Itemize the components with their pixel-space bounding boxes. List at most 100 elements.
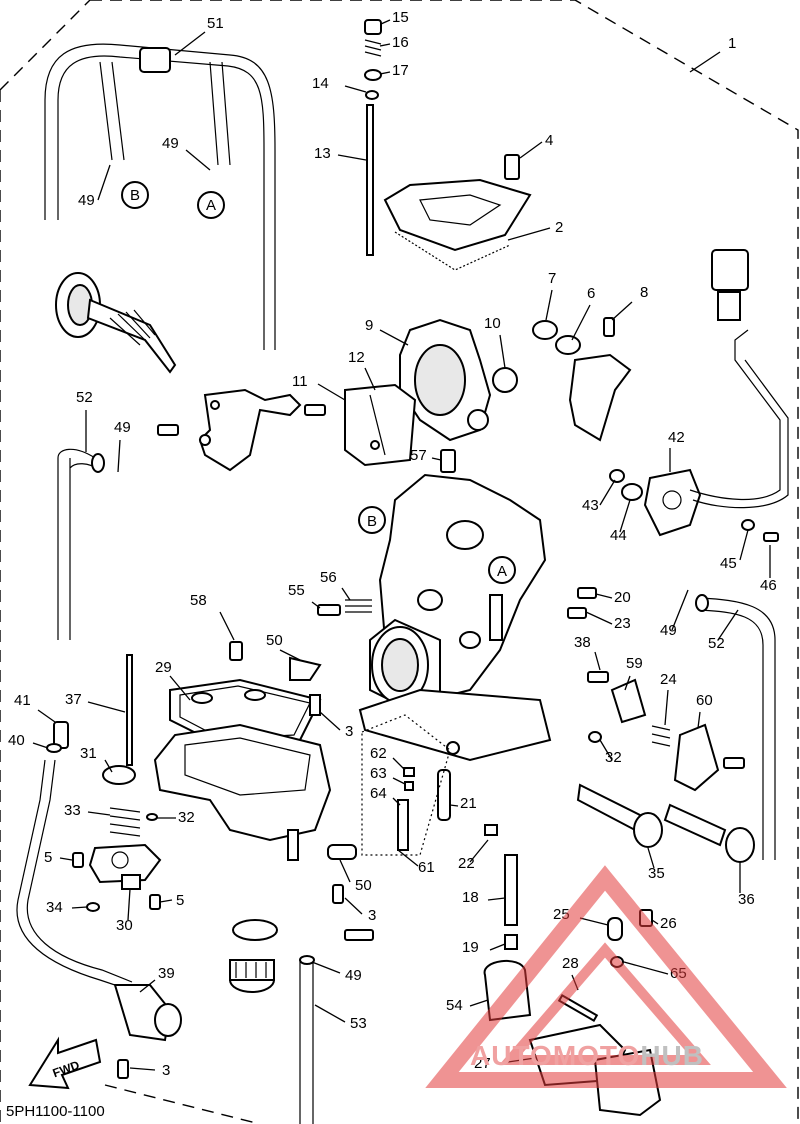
leader-c57 bbox=[431, 457, 442, 461]
callout-c43: 43 bbox=[582, 497, 599, 514]
leader-c37 bbox=[87, 701, 126, 713]
leader-c38 bbox=[594, 651, 601, 671]
callout-c5a: 5 bbox=[44, 849, 52, 866]
callout-c52b: 52 bbox=[708, 635, 725, 652]
watermark-part1: AUTOMOTO bbox=[470, 1040, 641, 1071]
leader-c63 bbox=[392, 777, 406, 785]
leader-c32b bbox=[599, 739, 613, 761]
callout-c5b: 5 bbox=[176, 892, 184, 909]
leader-c50a bbox=[279, 649, 301, 661]
callout-c35: 35 bbox=[648, 865, 665, 882]
leader-c3c bbox=[129, 1067, 156, 1071]
callout-c37: 37 bbox=[65, 691, 82, 708]
callout-c31: 31 bbox=[80, 745, 97, 762]
callout-c46: 46 bbox=[760, 577, 777, 594]
leader-c49d bbox=[671, 589, 689, 631]
throttle-slide-9 bbox=[399, 318, 518, 442]
leader-c58 bbox=[219, 611, 235, 641]
leader-c3b bbox=[344, 897, 363, 915]
hose-52-right bbox=[695, 594, 776, 860]
callout-c61: 61 bbox=[418, 859, 435, 876]
leader-c15 bbox=[380, 19, 391, 25]
leader-c23 bbox=[585, 611, 613, 625]
fwd-arrow-icon bbox=[28, 1036, 102, 1090]
callout-c3a: 3 bbox=[345, 723, 353, 740]
callout-c26: 26 bbox=[660, 915, 677, 932]
callout-c17: 17 bbox=[392, 62, 409, 79]
connector-a-body-marker bbox=[488, 556, 516, 584]
needle-assembly bbox=[364, 19, 382, 256]
float-bowl bbox=[153, 641, 332, 861]
callout-c27: 27 bbox=[474, 1055, 491, 1072]
vent-hose-51 bbox=[44, 43, 276, 350]
callout-c49a: 49 bbox=[78, 192, 95, 209]
callout-c58: 58 bbox=[190, 592, 207, 609]
callout-c19: 19 bbox=[462, 939, 479, 956]
leader-c52b bbox=[717, 609, 739, 641]
callout-c11: 11 bbox=[292, 373, 308, 390]
callout-c51: 51 bbox=[207, 15, 224, 32]
leader-c34 bbox=[71, 906, 88, 909]
throttle-sensor-42 bbox=[609, 249, 789, 542]
leader-c49e bbox=[311, 961, 341, 974]
callout-c52a: 52 bbox=[76, 389, 93, 406]
leader-c56 bbox=[341, 587, 351, 601]
connector-b-body: B bbox=[367, 513, 377, 530]
throttle-pulley bbox=[55, 272, 177, 374]
leader-c12 bbox=[364, 367, 376, 391]
callout-c64: 64 bbox=[370, 785, 387, 802]
callout-c53: 53 bbox=[350, 1015, 367, 1032]
leader-c61 bbox=[397, 849, 419, 867]
slide-plate-12 bbox=[344, 383, 417, 467]
leader-c25 bbox=[579, 917, 609, 926]
watermark-part2: HUB bbox=[640, 1040, 704, 1071]
leader-c59 bbox=[624, 675, 631, 691]
callout-c45: 45 bbox=[720, 555, 737, 572]
callout-c20: 20 bbox=[614, 589, 631, 606]
leader-c14 bbox=[344, 85, 367, 93]
callout-c24: 24 bbox=[660, 671, 677, 688]
callout-c6: 6 bbox=[587, 285, 595, 302]
leader-c44 bbox=[619, 499, 631, 533]
leader-c45 bbox=[739, 529, 749, 561]
callout-c2: 2 bbox=[555, 219, 563, 236]
callout-c33: 33 bbox=[64, 802, 81, 819]
callout-c34: 34 bbox=[46, 899, 63, 916]
callout-c38: 38 bbox=[574, 634, 591, 651]
leader-c41 bbox=[37, 709, 56, 723]
misc-screws bbox=[317, 449, 456, 941]
top-cover-2 bbox=[383, 154, 532, 271]
connector-a-top-marker bbox=[197, 191, 225, 219]
callout-c30: 30 bbox=[116, 917, 133, 934]
leader-c24 bbox=[664, 689, 669, 726]
leader-c4 bbox=[519, 141, 543, 159]
leader-c16 bbox=[379, 43, 391, 47]
callout-c15: 15 bbox=[392, 9, 409, 26]
callout-c13: 13 bbox=[314, 145, 331, 162]
leader-c26 bbox=[651, 919, 659, 925]
leader-c39 bbox=[139, 979, 156, 993]
leader-c49a bbox=[97, 164, 111, 201]
choke-cable bbox=[16, 721, 182, 1079]
leader-c20 bbox=[595, 593, 613, 599]
callout-c23: 23 bbox=[614, 615, 631, 632]
callout-c28: 28 bbox=[562, 955, 579, 972]
subassembly-box-61 bbox=[361, 714, 451, 856]
accelerator-pump bbox=[72, 654, 162, 912]
callout-c50b: 50 bbox=[355, 877, 372, 894]
leader-c10 bbox=[499, 334, 506, 369]
leader-c22 bbox=[469, 839, 489, 863]
leader-c49c bbox=[117, 439, 121, 473]
leader-c62 bbox=[392, 757, 406, 771]
connector-b-top-marker bbox=[121, 181, 149, 209]
callout-c36: 36 bbox=[738, 891, 755, 908]
leader-c13 bbox=[337, 154, 367, 161]
callout-c62: 62 bbox=[370, 745, 387, 762]
leader-c19 bbox=[489, 943, 506, 951]
leader-1 bbox=[689, 51, 721, 73]
connector-b-top: B bbox=[130, 187, 140, 204]
leader-c55 bbox=[311, 601, 321, 609]
callout-c63: 63 bbox=[370, 765, 387, 782]
leader-c17 bbox=[379, 71, 391, 75]
